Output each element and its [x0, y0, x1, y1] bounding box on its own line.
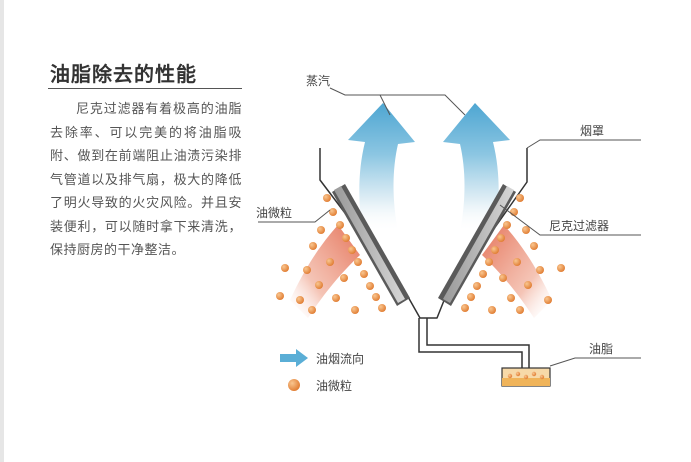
steam-arrow-left: [348, 103, 415, 232]
steam-leader-2: [380, 94, 466, 116]
oil-particles: [276, 194, 565, 314]
filter-right: [438, 184, 516, 306]
particle-leader: [258, 209, 331, 223]
smoke-flow-right: [482, 225, 552, 318]
flow-arrow-icon: [280, 349, 308, 367]
steam-leader: [329, 87, 391, 116]
filter-left: [332, 184, 410, 306]
hood-leader: [526, 139, 641, 149]
filter-leader: [499, 204, 641, 236]
hood-outline: [319, 148, 528, 319]
filter-label: 尼克过滤器: [549, 219, 609, 233]
smoke-flow-left: [290, 225, 360, 318]
section-title: 油脂除去的性能: [50, 62, 197, 86]
page-left-border: [0, 0, 4, 462]
drain-pipe: [418, 318, 523, 368]
tray-particles: [507, 371, 545, 380]
grease-label: 油脂: [589, 341, 613, 356]
description-text: 尼克过滤器有着极高的油脂去除率、可以完美的将油脂吸附、做到在前端阻止油渍污染排气…: [50, 102, 242, 258]
drain-pipe-inner: [426, 318, 530, 368]
legend-flow-label: 油烟流向: [316, 351, 364, 366]
hood-label: 烟罩: [580, 124, 604, 138]
title-underline: [48, 88, 242, 89]
steam-label: 蒸汽: [306, 73, 330, 88]
particle-label: 油微粒: [256, 205, 292, 220]
grease-leader: [549, 357, 641, 367]
legend: 油烟流向 油微粒: [280, 349, 364, 393]
steam-arrow-right: [443, 103, 510, 232]
legend-particle-label: 油微粒: [316, 378, 352, 393]
particle-icon: [288, 379, 300, 391]
